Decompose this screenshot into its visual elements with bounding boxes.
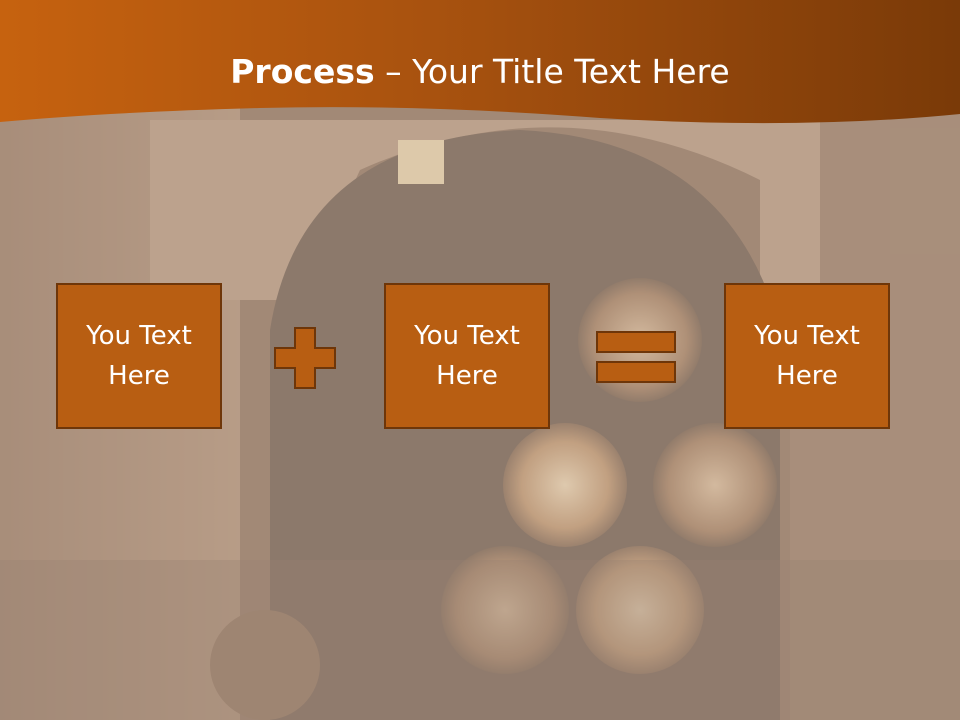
process-step-2-text: You Text Here: [414, 321, 520, 391]
plus-icon: [274, 327, 336, 389]
title-bold: Process: [230, 52, 375, 91]
process-result-box: You Text Here: [724, 283, 890, 429]
process-step-2-box: You Text Here: [384, 283, 550, 429]
header-band: [0, 0, 960, 124]
process-step-1-text: You Text Here: [86, 321, 192, 391]
title-rest: – Your Title Text Here: [374, 52, 730, 91]
slide-title: Process – Your Title Text Here: [0, 52, 960, 91]
equals-icon: [596, 331, 676, 383]
process-step-1-box: You Text Here: [56, 283, 222, 429]
process-result-text: You Text Here: [754, 321, 860, 391]
